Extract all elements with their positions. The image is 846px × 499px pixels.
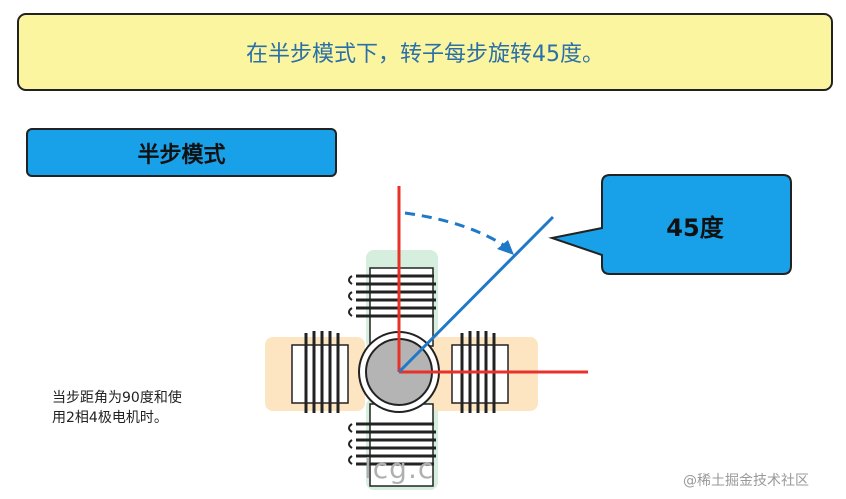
angle-callout-text: 45度: [666, 213, 724, 242]
rotation-arrowhead: [497, 240, 514, 255]
angle-callout-bubble: [548, 174, 792, 275]
rotor-angle-line: [397, 215, 555, 374]
note-line-2: 用2相4极电机时。: [52, 410, 168, 426]
partial-caption-text: lcg.c: [364, 452, 435, 485]
mode-label: 半步模式: [137, 142, 226, 168]
banner-text: 在半步模式下，转子每步旋转45度。: [246, 42, 604, 67]
note-line-1: 当步距角为90度和使: [52, 390, 182, 406]
left-coil: [291, 331, 349, 413]
title-banner: 在半步模式下，转子每步旋转45度。: [17, 13, 833, 91]
watermark: @稀土掘金技术社区: [683, 473, 809, 489]
bottom-coil: [348, 403, 436, 487]
motor-note: 当步距角为90度和使 用2相4极电机时。: [52, 388, 242, 428]
rotation-arc: [404, 211, 509, 250]
mode-label-box: 半步模式: [26, 128, 337, 177]
